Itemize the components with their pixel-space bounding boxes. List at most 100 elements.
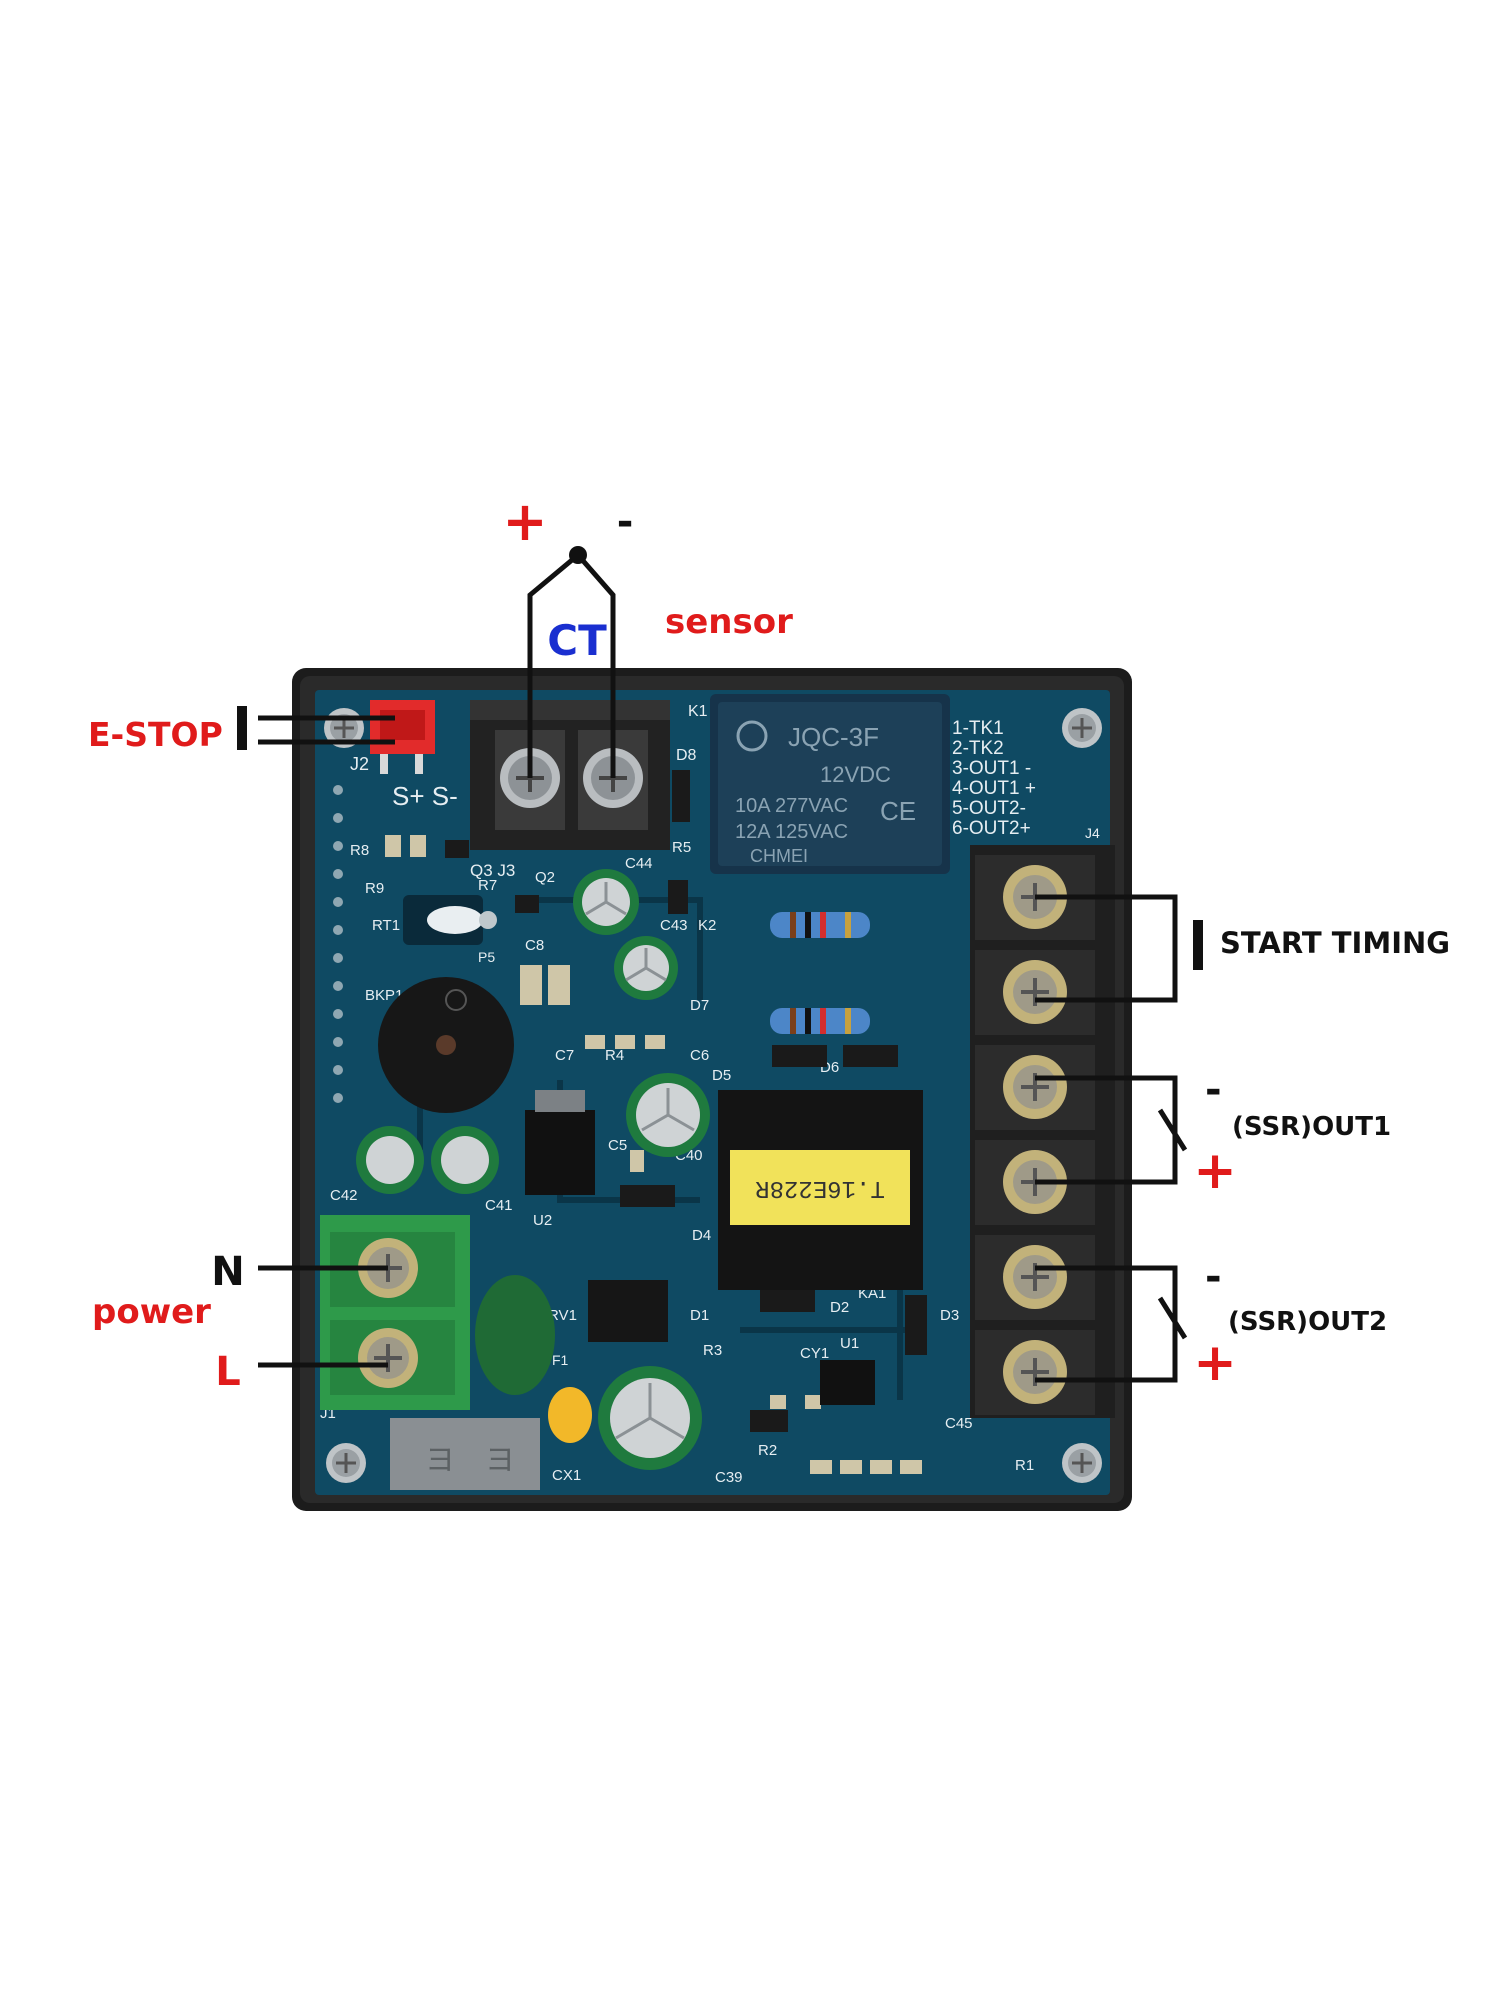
relay-ce-mark: CE [880, 796, 916, 826]
ct-minus-label: - [617, 499, 634, 545]
silk-f1: F1 [552, 1352, 569, 1368]
start-timing-switch-symbol [1193, 920, 1203, 970]
silk-u2: U2 [533, 1212, 552, 1229]
terminal-screw-3 [1003, 1055, 1067, 1119]
capacitor-c5 [626, 1073, 710, 1157]
silk-c43: C43 [660, 917, 688, 934]
pin-header [333, 785, 343, 1103]
ct-plus-label: + [502, 490, 547, 553]
thermistor-rt1 [403, 895, 497, 945]
ct-terminal-block [470, 700, 670, 850]
silk-q2: Q2 [535, 869, 555, 886]
silk-r5: R5 [672, 839, 691, 856]
out2-plus-label: + [1193, 1333, 1237, 1393]
out1-minus-label: - [1205, 1067, 1222, 1113]
silk-pin-4: 4-OUT1 + [952, 778, 1036, 799]
controller-board: J2 S+ S- K1 D8 JQC-3F 12VDC [292, 668, 1132, 1511]
silk-d7: D7 [690, 997, 709, 1014]
ct-label: CT [547, 616, 607, 665]
silk-c44: C44 [625, 855, 653, 872]
silk-cx1: CX1 [552, 1467, 581, 1484]
silk-r2: R2 [758, 1442, 777, 1459]
silk-d2: D2 [830, 1299, 849, 1316]
out2-minus-label: - [1205, 1254, 1222, 1300]
transformer-label: T.16E228R [755, 1174, 885, 1201]
silk-c5: C5 [608, 1137, 627, 1154]
resistor-1 [770, 912, 870, 938]
relay-brand: CHMEI [750, 846, 808, 866]
terminal-screw-5 [1003, 1245, 1067, 1309]
estop-label: E-STOP [88, 715, 223, 754]
ct-wire-minus [576, 553, 616, 778]
silk-c45: C45 [945, 1415, 973, 1432]
silk-d4: D4 [692, 1227, 711, 1244]
regulator-u2 [525, 1090, 595, 1195]
capacitor-c41 [431, 1126, 499, 1194]
power-terminal-block [320, 1215, 470, 1410]
output-terminal-strip [970, 845, 1115, 1418]
ct-wire-plus [527, 553, 580, 778]
relay-rating-2: 12A 125VAC [735, 821, 848, 843]
silk-p5: P5 [478, 949, 495, 965]
svg-text:ヨ: ヨ [425, 1444, 455, 1477]
silk-s-terms: S+ S- [392, 781, 458, 811]
mounting-screw-bottom-left [326, 1443, 366, 1483]
relay-k1: JQC-3F 12VDC 10A 277VAC 12A 125VAC CHMEI… [710, 694, 950, 874]
ic-u1 [820, 1360, 875, 1405]
terminal-screw-6 [1003, 1340, 1067, 1404]
mounting-screw-bottom-right [1062, 1443, 1102, 1483]
silk-cy1: CY1 [800, 1345, 829, 1362]
out1-label: (SSR)OUT1 [1232, 1112, 1391, 1142]
varistor-rv1 [475, 1275, 555, 1395]
bridge-rectifier [588, 1280, 668, 1342]
silk-d5: D5 [712, 1067, 731, 1084]
capacitor-c43 [614, 936, 678, 1000]
silk-j2: J2 [350, 754, 369, 774]
silk-pin-1: 1-TK1 [952, 718, 1004, 739]
sensor-label: sensor [665, 602, 793, 642]
silk-u1: U1 [840, 1335, 859, 1352]
silk-r8: R8 [350, 842, 369, 859]
x-capacitor: ヨ ヨ [390, 1418, 540, 1490]
silk-pin-6: 6-OUT2+ [952, 818, 1031, 839]
out1-plus-label: + [1193, 1141, 1237, 1201]
silk-pin-2: 2-TK2 [952, 738, 1004, 759]
capacitor-c39 [598, 1366, 702, 1470]
silk-bkp1: BKP1 [365, 987, 403, 1004]
silk-d3: D3 [940, 1307, 959, 1324]
silk-r3: R3 [703, 1342, 722, 1359]
silk-c6: C6 [690, 1047, 709, 1064]
ct-junction-dot [569, 546, 587, 564]
silk-c42: C42 [330, 1187, 358, 1204]
silk-r4: R4 [605, 1047, 624, 1064]
silk-q3j3: Q3 J3 [470, 861, 515, 880]
buzzer-bkp1 [378, 977, 514, 1113]
silk-r7: R7 [478, 877, 497, 894]
silk-d8: D8 [676, 747, 697, 764]
out2-switch-symbol [1157, 1296, 1188, 1340]
silk-pin-3: 3-OUT1 - [952, 758, 1031, 779]
out1-switch-symbol [1157, 1108, 1188, 1152]
estop-switch-symbol [237, 706, 247, 750]
n-label: N [211, 1249, 244, 1295]
silk-c7: C7 [555, 1047, 574, 1064]
start-timing-label: START TIMING [1220, 926, 1450, 960]
smd-components [385, 835, 922, 1474]
j2-connector [370, 700, 435, 774]
terminal-screw-2 [1003, 960, 1067, 1024]
relay-voltage: 12VDC [820, 762, 891, 787]
silk-r9: R9 [365, 880, 384, 897]
power-screw-l [358, 1328, 418, 1388]
svg-text:ヨ: ヨ [485, 1444, 515, 1477]
start-timing-wire [1035, 894, 1178, 1003]
diode-d8 [672, 770, 690, 822]
silk-r1: R1 [1015, 1457, 1034, 1474]
capacitor-cx1 [548, 1387, 592, 1443]
silk-k1: K1 [688, 703, 708, 720]
resistor-2 [770, 1008, 870, 1034]
power-label: power [92, 1292, 211, 1332]
silk-k2: K2 [698, 917, 716, 934]
silk-c39: C39 [715, 1469, 743, 1486]
silk-j4: J4 [1085, 825, 1100, 841]
